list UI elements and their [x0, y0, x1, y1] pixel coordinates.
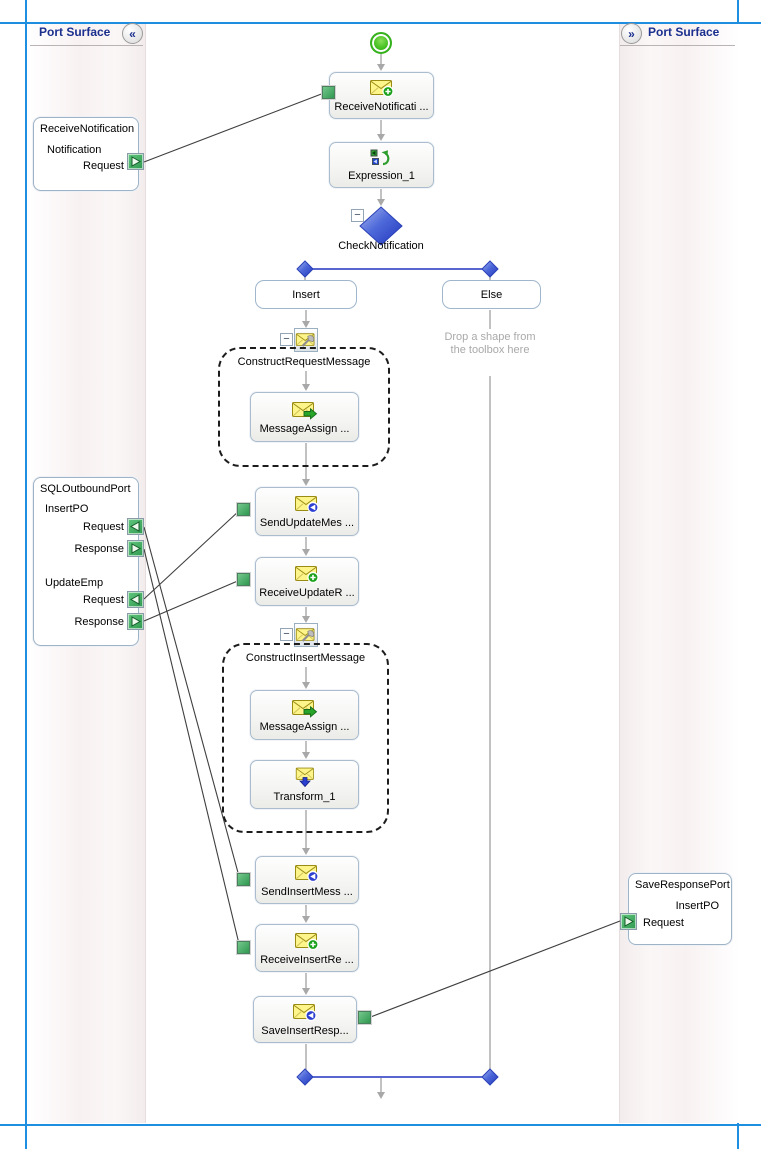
receive-message-icon — [295, 566, 319, 584]
operation-request-label: Request — [643, 917, 684, 929]
message-assignment-icon — [292, 401, 318, 420]
decision-diamonds — [296, 206, 499, 1086]
port-title: SQLOutboundPort — [40, 483, 131, 495]
send-message-icon — [293, 1004, 317, 1022]
save-insert-link-handle[interactable] — [357, 1010, 372, 1025]
right-header-rule — [620, 45, 735, 46]
sql-outbound-port[interactable]: SQLOutboundPort InsertPO Request Respons… — [33, 477, 139, 646]
frame-top-line — [0, 22, 761, 24]
operation-request-label: Request — [83, 160, 124, 172]
port-title: SaveResponsePort — [635, 879, 730, 891]
shape-label: MessageAssign ... — [259, 422, 350, 435]
flow-lines — [304, 54, 491, 1092]
left-header-rule — [30, 45, 143, 46]
collapse-construct1-button[interactable]: − — [280, 333, 293, 346]
decision-diamond[interactable] — [359, 206, 403, 246]
updateemp-request-connector[interactable] — [127, 591, 144, 608]
receive-insert-shape[interactable]: ReceiveInsertRe ... — [255, 924, 359, 972]
message-assignment-shape-2[interactable]: MessageAssign ... — [250, 690, 359, 740]
send-update-shape[interactable]: SendUpdateMes ... — [255, 487, 359, 536]
collapse-left-panel-button[interactable]: « — [122, 23, 143, 44]
shape-label: MessageAssign ... — [259, 720, 350, 733]
request-out-connector[interactable] — [127, 153, 144, 170]
collapse-decision-button[interactable]: − — [351, 209, 364, 222]
send-insert-link-handle[interactable] — [236, 872, 251, 887]
arrow-left-icon — [129, 594, 140, 605]
else-branch[interactable]: Else — [442, 280, 541, 309]
shape-label: SendUpdateMes ... — [259, 517, 355, 529]
message-assignment-icon — [292, 699, 318, 718]
frame-bottom-line — [0, 1124, 761, 1126]
transform-icon — [295, 767, 314, 788]
expression-shape[interactable]: Expression_1 — [329, 142, 434, 188]
shape-label: Transform_1 — [273, 791, 336, 803]
transform-shape[interactable]: Transform_1 — [250, 760, 359, 809]
expression-icon — [370, 149, 389, 165]
construct-insert-group[interactable]: ConstructInsertMessage — [222, 643, 389, 833]
right-port-surface-title: Port Surface — [648, 25, 720, 39]
branch-label: Insert — [292, 288, 320, 301]
shape-label: SaveInsertResp... — [261, 1025, 349, 1037]
save-response-port[interactable]: SaveResponsePort InsertPO Request — [628, 873, 732, 945]
operation-response-label: Response — [74, 616, 124, 628]
receive-message-icon — [369, 80, 394, 98]
start-shape[interactable] — [370, 32, 392, 54]
operation-name: UpdateEmp — [45, 577, 104, 589]
operation-request-label: Request — [83, 521, 124, 533]
arrow-right-icon — [131, 156, 142, 167]
minus-icon: − — [283, 333, 290, 345]
shape-label: SendInsertMess ... — [261, 885, 353, 898]
send-message-icon — [295, 864, 319, 882]
insertpo-request-connector[interactable] — [127, 518, 144, 535]
insert-branch[interactable]: Insert — [255, 280, 357, 309]
send-message-icon — [295, 496, 319, 514]
operation-name: Notification — [47, 144, 102, 156]
expand-right-panel-button[interactable]: » — [621, 23, 642, 44]
shape-label: ReceiveInsertRe ... — [260, 953, 354, 966]
receive-update-link-handle[interactable] — [236, 572, 251, 587]
group-label: ConstructRequestMessage — [237, 356, 371, 368]
minus-icon: − — [354, 209, 361, 221]
minus-icon: − — [283, 628, 290, 640]
receive-notification-shape[interactable]: ReceiveNotificati ... — [329, 72, 434, 119]
send-insert-shape[interactable]: SendInsertMess ... — [255, 856, 359, 904]
insertpo-response-connector[interactable] — [127, 540, 144, 557]
group-label: ConstructInsertMessage — [245, 652, 366, 664]
message-assignment-shape-1[interactable]: MessageAssign ... — [250, 392, 359, 442]
drop-shape-hint: Drop a shape from the toolbox here — [444, 331, 536, 356]
construct-request-group[interactable]: ConstructRequestMessage — [218, 347, 390, 467]
shape-label: ReceiveNotificati ... — [334, 101, 429, 113]
receive-notification-port[interactable]: ReceiveNotification Notification Request — [33, 117, 139, 191]
send-update-link-handle[interactable] — [236, 502, 251, 517]
operation-request-label: Request — [83, 594, 124, 606]
save-insert-shape[interactable]: SaveInsertResp... — [253, 996, 357, 1043]
updateemp-response-connector[interactable] — [127, 613, 144, 630]
flow-arrowheads — [302, 64, 385, 1099]
frame-left-line — [25, 0, 27, 1149]
receive-insert-link-handle[interactable] — [236, 940, 251, 955]
collapse-construct2-button[interactable]: − — [280, 628, 293, 641]
operation-name: InsertPO — [45, 503, 89, 515]
arrow-right-icon — [131, 543, 142, 554]
shape-label: Expression_1 — [348, 169, 415, 182]
decision-label: CheckNotification — [338, 240, 424, 252]
chevron-left-icon: « — [129, 26, 136, 41]
arrow-left-icon — [129, 521, 140, 532]
port-title: ReceiveNotification — [40, 123, 135, 135]
operation-response-label: Response — [74, 543, 124, 555]
receive-message-icon — [295, 932, 319, 950]
shape-label: ReceiveUpdateR ... — [259, 587, 355, 599]
arrow-right-icon — [624, 916, 635, 927]
operation-name: InsertPO — [675, 900, 719, 912]
receive-update-shape[interactable]: ReceiveUpdateR ... — [255, 557, 359, 606]
saveresponse-request-connector[interactable] — [620, 913, 637, 930]
arrow-right-icon — [131, 616, 142, 627]
branch-label: Else — [480, 288, 503, 301]
left-port-surface-title: Port Surface — [39, 25, 111, 39]
receive-notification-link-handle[interactable] — [321, 85, 336, 100]
branch-rails — [305, 268, 490, 1078]
chevron-right-icon: » — [628, 26, 635, 41]
